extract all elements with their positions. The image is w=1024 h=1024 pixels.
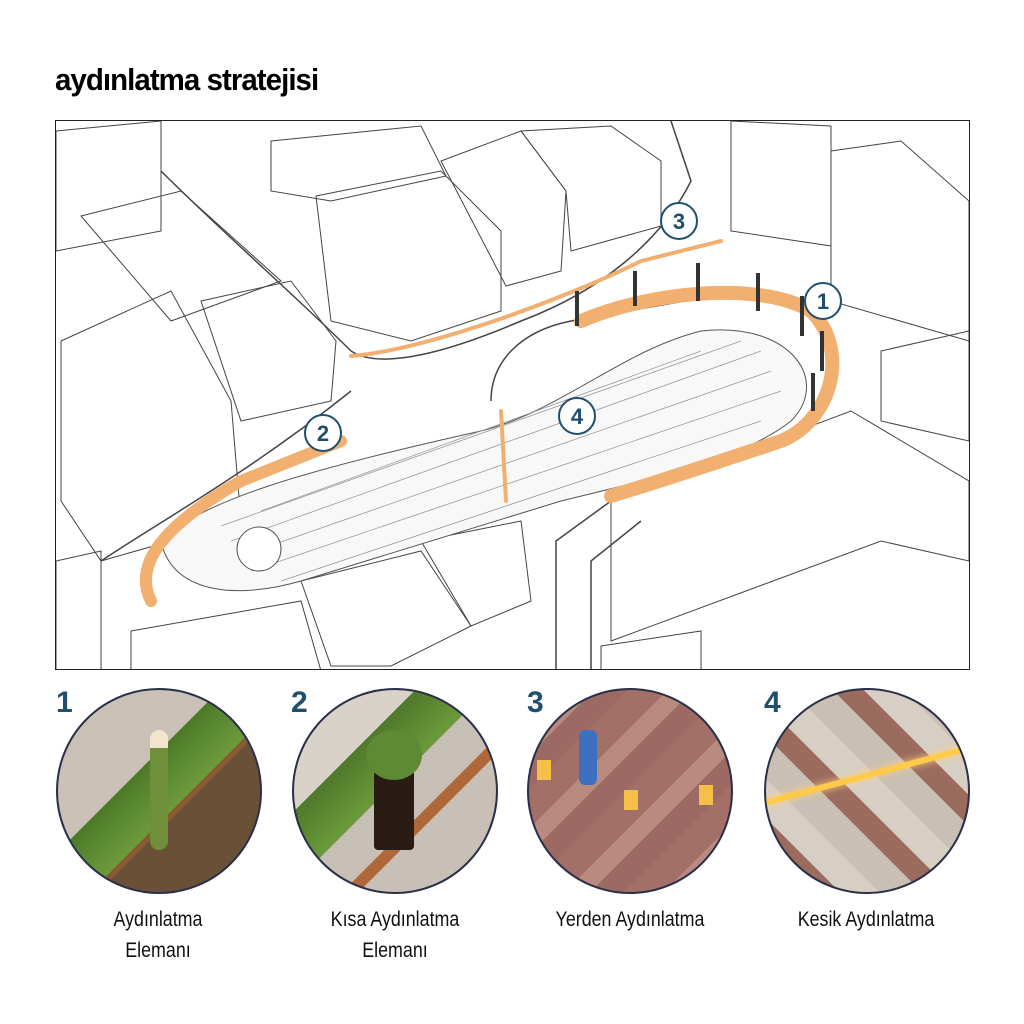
item-label-3: Yerden Aydınlatma (532, 904, 728, 935)
page-title: aydınlatma stratejisi (55, 62, 319, 97)
map-marker-2: 2 (317, 421, 329, 446)
map-marker-3: 3 (673, 209, 685, 234)
lighting-element-image (56, 688, 262, 894)
label-line-1: Kesik Aydınlatma (797, 908, 935, 931)
short-lighting-element-image (292, 688, 498, 894)
ground-lighting-image (527, 688, 733, 894)
item-number-1: 1 (56, 686, 73, 719)
item-number-4: 4 (764, 686, 781, 719)
label-line-2: Elemanı (362, 939, 428, 962)
label-line-2: Elemanı (125, 939, 191, 962)
label-line-1: Kısa Aydınlatma (330, 908, 460, 931)
label-line-1: Aydınlatma (113, 908, 203, 931)
site-plan-drawing: 1 2 3 4 (56, 121, 969, 669)
site-plan-axonometric: 1 2 3 4 (55, 120, 970, 670)
item-label-2: Kısa Aydınlatma Elemanı (297, 904, 493, 966)
item-number-2: 2 (291, 686, 308, 719)
map-marker-4: 4 (571, 404, 584, 429)
cut-lighting-image (764, 688, 970, 894)
label-line-1: Yerden Aydınlatma (555, 908, 705, 931)
item-label-4: Kesik Aydınlatma (768, 904, 964, 935)
item-label-1: Aydınlatma Elemanı (60, 904, 256, 966)
map-marker-1: 1 (817, 289, 829, 314)
item-number-3: 3 (527, 686, 544, 719)
